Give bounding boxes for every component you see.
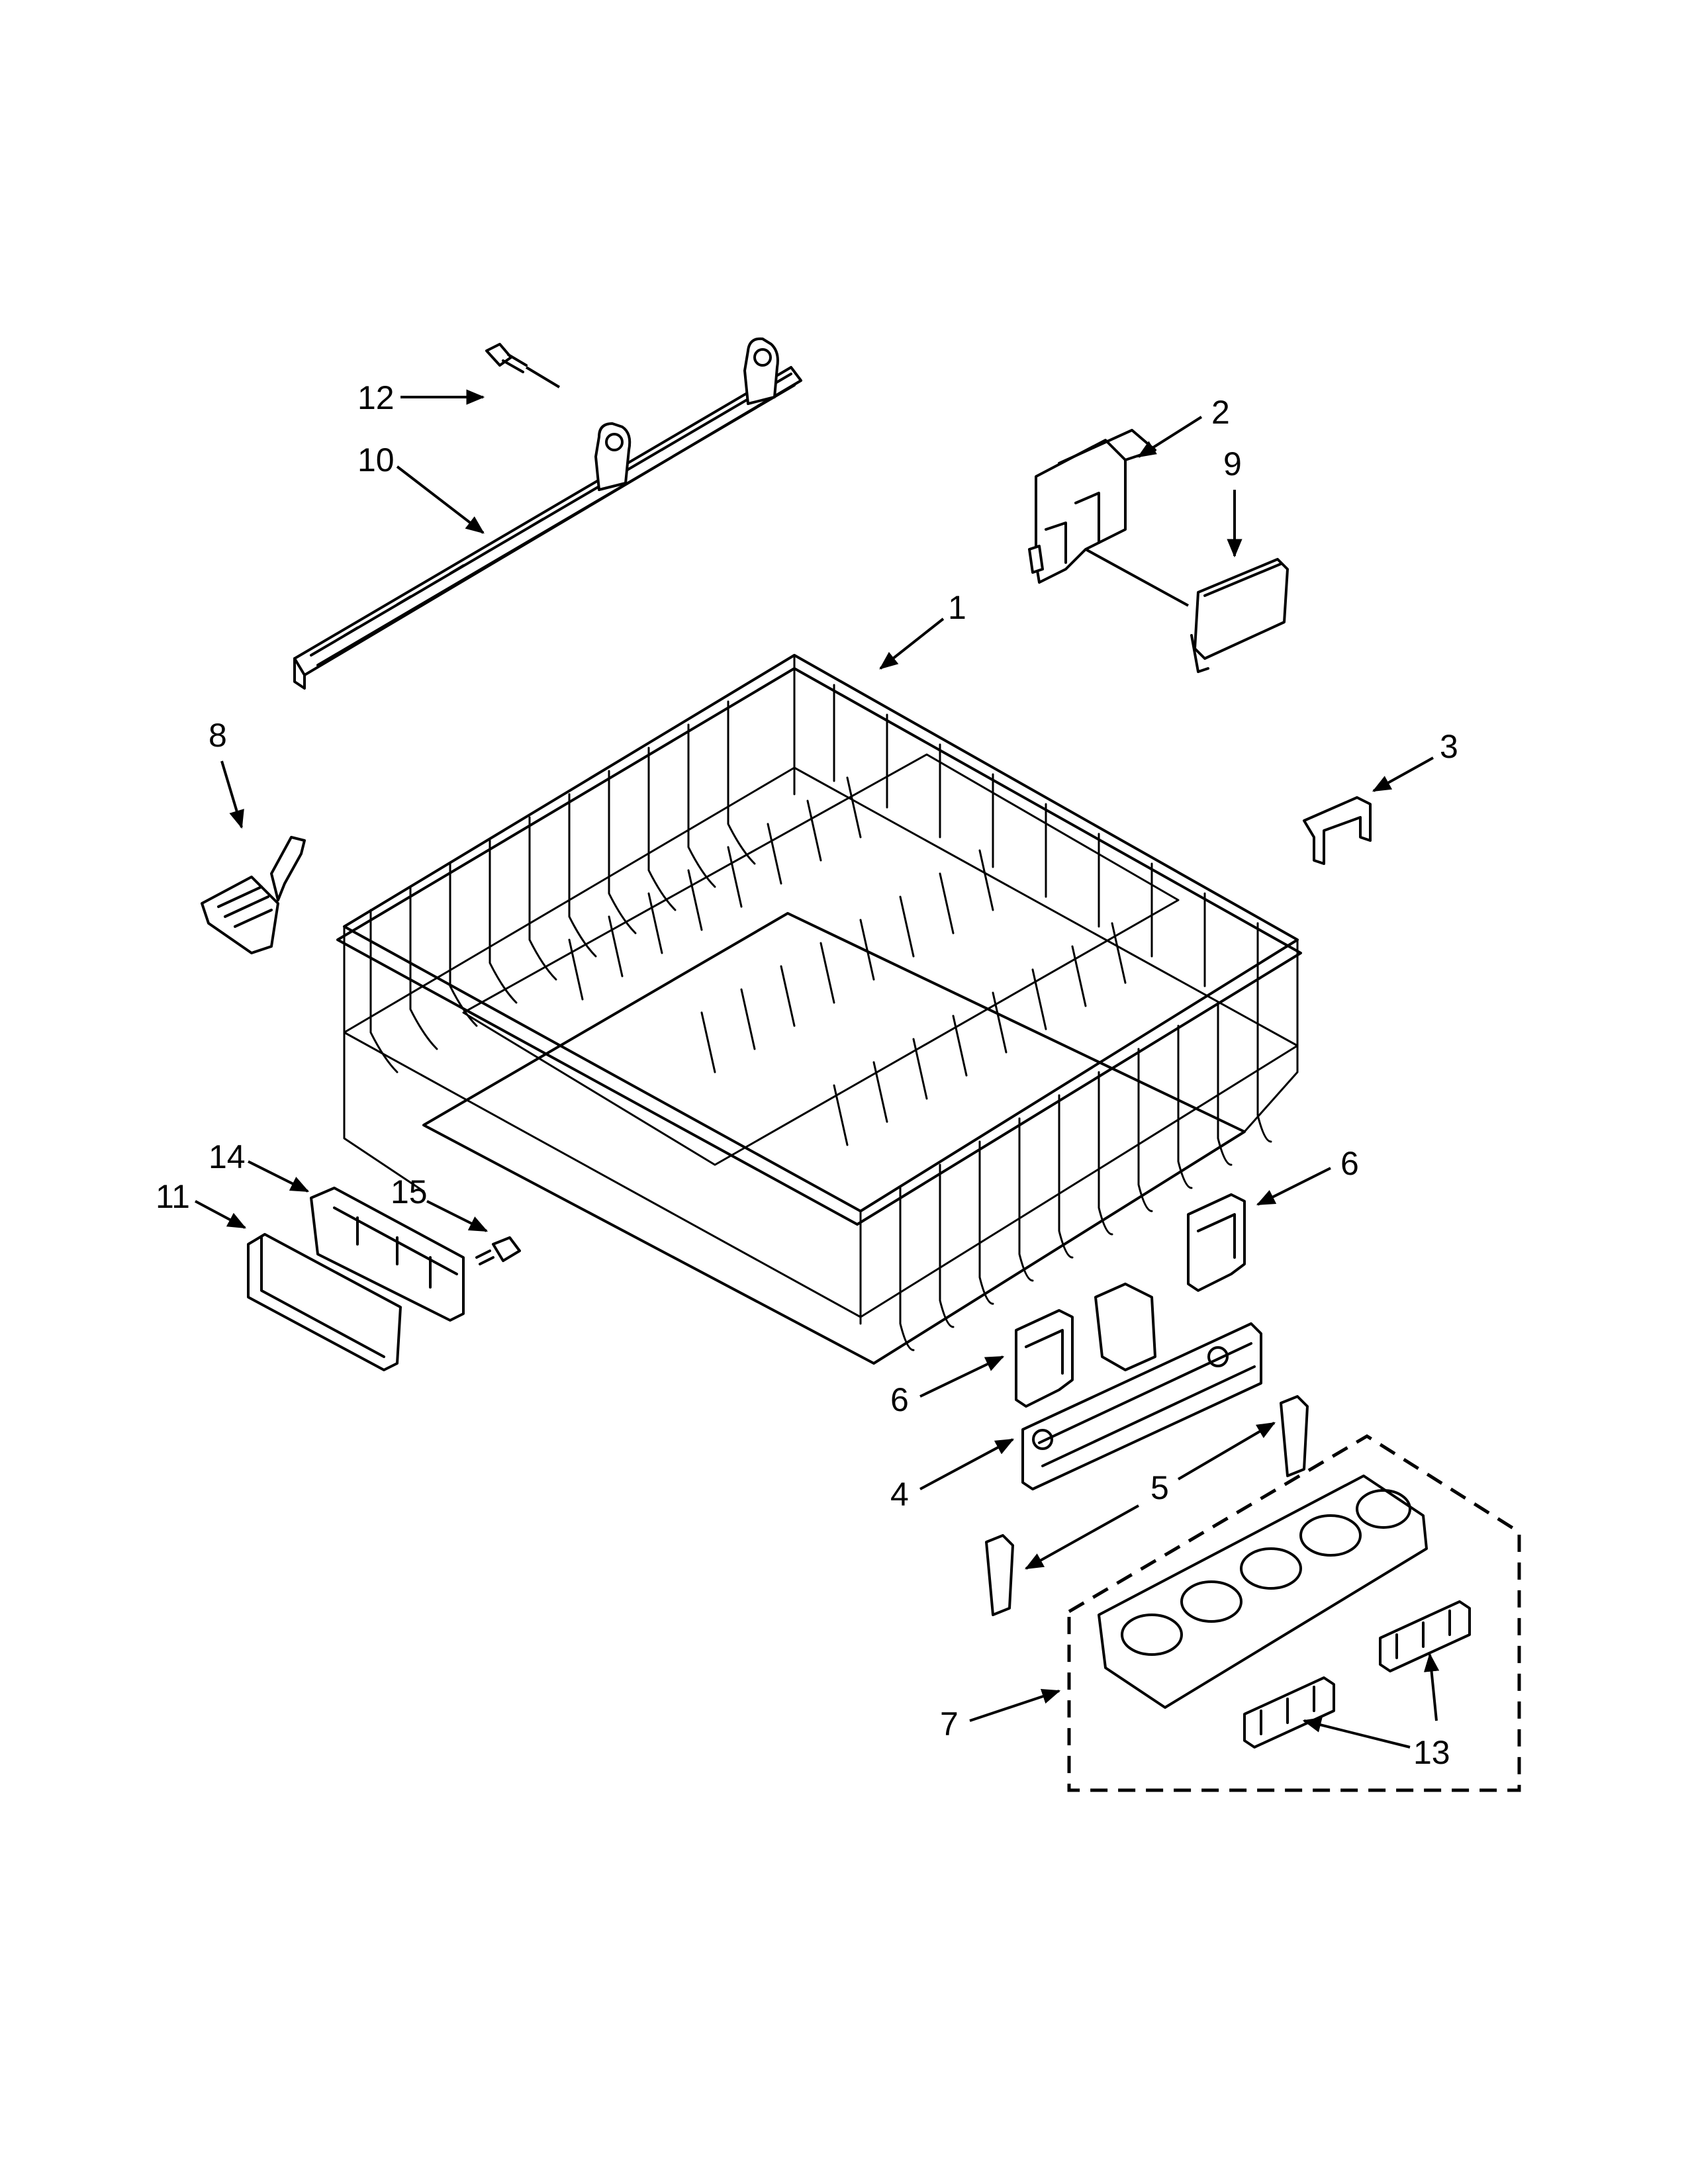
- screw-part-12: [485, 343, 528, 373]
- callout-13: 13: [1413, 1734, 1450, 1771]
- callout-labels: 12 10 2 9 1 3 8 14 11 15 6 6 4 5 7 13: [156, 379, 1458, 1771]
- handle-back-part-14: [310, 1187, 465, 1322]
- callout-1: 1: [948, 589, 966, 626]
- clip-part-13-left: [1243, 1676, 1335, 1749]
- leader-lines: [195, 366, 1440, 1749]
- leader-3: [1372, 756, 1434, 792]
- rail-part: [293, 337, 802, 690]
- leader-14: [248, 1160, 310, 1193]
- kit-box-part-7: [1067, 1434, 1521, 1792]
- leader-7: [969, 1689, 1061, 1722]
- leader-12b: [525, 366, 561, 388]
- callout-4: 4: [890, 1476, 909, 1513]
- leader-1: [879, 617, 945, 670]
- tray-part-7: [1098, 1475, 1428, 1709]
- screw-part-15: [475, 1236, 521, 1265]
- dishrack-part: [336, 654, 1302, 1365]
- clip-part-13-right: [1379, 1600, 1471, 1672]
- clip-part-9: [1190, 558, 1289, 673]
- leader-10: [396, 465, 485, 534]
- bracket-part-2: [1028, 429, 1156, 584]
- clip-part-6-lower: [1015, 1309, 1074, 1408]
- leader-11: [195, 1200, 247, 1229]
- leader-5b: [1024, 1504, 1139, 1570]
- callout-14: 14: [209, 1138, 246, 1175]
- clip-part-6-upper: [1187, 1193, 1246, 1292]
- callout-3: 3: [1440, 728, 1458, 765]
- slide-part-5-left: [985, 1534, 1014, 1616]
- callout-9: 9: [1223, 445, 1242, 482]
- handle-part-11: [247, 1233, 402, 1371]
- leader-15: [426, 1200, 489, 1232]
- leader-9b: [1085, 548, 1189, 607]
- callout-15: 15: [391, 1173, 428, 1210]
- callout-10: 10: [357, 441, 395, 478]
- leader-2: [1137, 416, 1203, 458]
- leader-5a: [1177, 1422, 1276, 1480]
- leader-6b: [919, 1355, 1005, 1398]
- callout-8: 8: [209, 717, 227, 754]
- leader-8: [220, 760, 244, 829]
- leader-13b: [1423, 1653, 1440, 1721]
- callout-12: 12: [357, 379, 395, 416]
- leader-13a: [1302, 1717, 1411, 1749]
- callout-5: 5: [1150, 1469, 1169, 1506]
- leader-6a: [1256, 1167, 1331, 1206]
- bracket-part-4: [1021, 1283, 1262, 1490]
- clip-part-8: [201, 836, 306, 954]
- slide-part-5-right: [1280, 1395, 1309, 1477]
- callout-2: 2: [1211, 394, 1230, 431]
- callout-6-lower: 6: [890, 1381, 909, 1418]
- clip-part-3: [1303, 796, 1372, 865]
- callout-7: 7: [940, 1706, 959, 1743]
- callout-6-upper: 6: [1340, 1145, 1359, 1182]
- leader-4: [919, 1438, 1015, 1490]
- callout-11: 11: [156, 1178, 190, 1215]
